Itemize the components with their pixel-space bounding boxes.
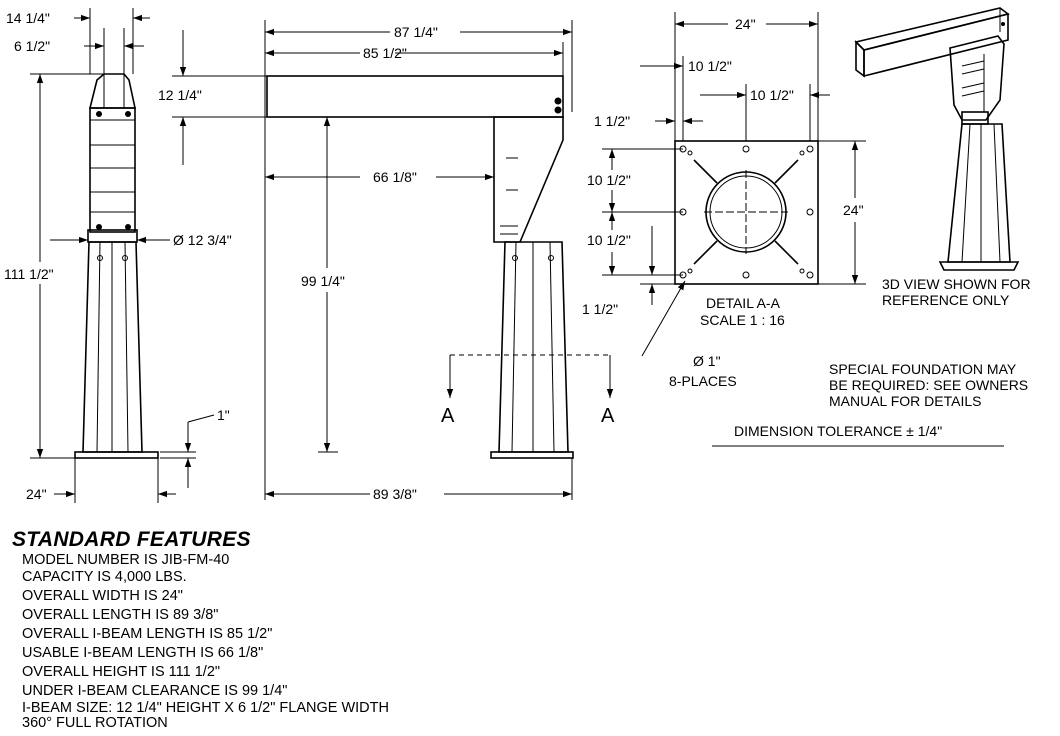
feature-item: OVERALL WIDTH IS 24" <box>22 588 183 604</box>
feature-item: CAPACITY IS 4,000 LBS. <box>22 569 187 585</box>
dim-6-1-2: 6 1/2" <box>14 38 50 54</box>
dim-10-1-2-top-left: 10 1/2" <box>688 58 732 74</box>
dim-89-3-8: 89 3/8" <box>373 486 417 502</box>
dim-111-1-2: 111 1/2" <box>4 266 54 282</box>
foundation-note-line1: SPECIAL FOUNDATION MAY <box>829 361 1017 377</box>
foundation-note-line3: MANUAL FOR DETAILS <box>829 393 981 409</box>
front-view <box>30 8 215 503</box>
reference-3d-view <box>854 7 1020 271</box>
hole-count: 8-PLACES <box>669 373 737 389</box>
dim-87-1-4: 87 1/4" <box>394 24 438 40</box>
dim-10-1-2-left-upper: 10 1/2" <box>587 172 631 188</box>
feature-item: MODEL NUMBER IS JIB-FM-40 <box>22 552 230 568</box>
features-title: STANDARD FEATURES <box>12 528 251 551</box>
feature-item: USABLE I-BEAM LENGTH IS 66 1/8" <box>22 645 264 661</box>
feature-item: I-BEAM SIZE: 12 1/4" HEIGHT X 6 1/2" FLA… <box>22 700 389 716</box>
section-label-right: A <box>601 405 615 427</box>
feature-item: UNDER I-BEAM CLEARANCE IS 99 1/4" <box>22 683 288 699</box>
dim-85-1-2: 85 1/2" <box>363 45 407 61</box>
dim-99-1-4: 99 1/4" <box>301 273 345 289</box>
dim-24-detail-top: 24" <box>735 16 756 32</box>
dim-10-1-2-top-right: 10 1/2" <box>750 87 794 103</box>
section-label-left: A <box>441 405 455 427</box>
detail-scale: SCALE 1 : 16 <box>700 312 785 328</box>
feature-item: OVERALL LENGTH IS 89 3/8" <box>22 607 219 623</box>
dim-24-detail-right: 24" <box>843 202 864 218</box>
dim-dia-12-3-4: Ø 12 3/4" <box>173 232 232 248</box>
feature-item: OVERALL I-BEAM LENGTH IS 85 1/2" <box>22 626 273 642</box>
detail-a-a <box>602 12 866 357</box>
foundation-note-line2: BE REQUIRED: SEE OWNERS <box>829 377 1028 393</box>
feature-item: OVERALL HEIGHT IS 111 1/2" <box>22 664 221 680</box>
dim-1-1-2-top: 1 1/2" <box>594 113 630 129</box>
tolerance-note: DIMENSION TOLERANCE ± 1/4" <box>734 423 942 439</box>
feature-item: 360° FULL ROTATION <box>22 715 168 731</box>
dim-24-base: 24" <box>26 486 47 502</box>
reference-note-line2: REFERENCE ONLY <box>882 292 1010 308</box>
features-list: MODEL NUMBER IS JIB-FM-40 CAPACITY IS 4,… <box>22 553 389 731</box>
dim-1-1-2-lower: 1 1/2" <box>582 301 618 317</box>
dim-12-1-4: 12 1/4" <box>158 87 202 103</box>
dim-14-1-4: 14 1/4" <box>6 10 50 26</box>
hole-diameter: Ø 1" <box>693 353 721 369</box>
reference-note-line1: 3D VIEW SHOWN FOR <box>882 276 1031 292</box>
dim-66-1-8: 66 1/8" <box>373 169 417 185</box>
dim-10-1-2-left-lower: 10 1/2" <box>587 232 631 248</box>
side-view <box>172 20 614 500</box>
dim-1-inch: 1" <box>217 407 230 423</box>
detail-title: DETAIL A-A <box>706 295 781 311</box>
